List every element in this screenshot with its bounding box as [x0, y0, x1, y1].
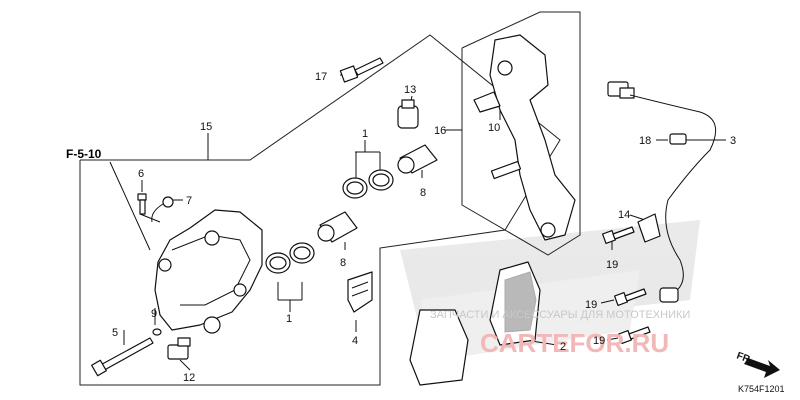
callout-6: 6 — [138, 168, 144, 180]
bleeder-screw — [137, 193, 161, 223]
callout-17: 17 — [315, 71, 327, 83]
pin-boot — [397, 99, 419, 129]
callout-4: 4 — [352, 335, 358, 347]
piston-upper — [397, 144, 438, 174]
callout-8-lower: 8 — [340, 257, 346, 269]
callout-16: 16 — [434, 125, 446, 137]
sensor-clamp-14 — [637, 213, 661, 243]
callout-14: 14 — [618, 209, 630, 221]
watermark-brand: CARTEFOR.RU — [480, 328, 669, 358]
callout-19-b: 19 — [585, 299, 597, 311]
caliper-body — [154, 209, 263, 334]
caliper-bracket — [489, 34, 576, 241]
watermark-caption: ЗАПЧАСТИ И АКСЕССУАРЫ ДЛЯ МОТОТЕХНИКИ — [430, 309, 690, 321]
washer-9 — [152, 328, 162, 336]
direction-label: FR. — [735, 350, 754, 366]
harness-clamp-18 — [669, 133, 687, 145]
brake-pads — [409, 261, 541, 386]
callout-13: 13 — [404, 84, 416, 96]
callout-19-a: 19 — [606, 259, 618, 271]
mounting-bolt-19c — [617, 326, 651, 345]
callout-19-c: 19 — [593, 335, 605, 347]
callout-10: 10 — [488, 122, 500, 134]
reference-label: F-5-10 — [66, 147, 102, 161]
callout-1-lower: 1 — [286, 313, 292, 325]
callout-2: 2 — [560, 341, 566, 353]
callout-15: 15 — [200, 121, 212, 133]
diagram-code: K754F1201 — [738, 384, 785, 394]
callout-7: 7 — [186, 195, 192, 207]
pin-bolt — [91, 337, 154, 377]
callout-3: 3 — [730, 135, 736, 147]
callout-18: 18 — [639, 135, 651, 147]
callout-5: 5 — [112, 327, 118, 339]
callout-1-upper: 1 — [362, 128, 368, 140]
mounting-bolt-19b — [613, 288, 647, 307]
slide-pin-12 — [167, 337, 191, 360]
bleeder-cap — [151, 196, 174, 223]
piston-lower — [317, 211, 358, 243]
piston-seals-upper — [342, 169, 394, 199]
pad-spring — [347, 271, 373, 313]
callout-8-upper: 8 — [420, 187, 426, 199]
callout-12: 12 — [183, 372, 195, 384]
piston-seals-lower — [265, 242, 315, 274]
pad-retainer-10 — [473, 91, 501, 113]
assembly-outline-16 — [461, 11, 581, 256]
front-direction-arrow — [744, 358, 780, 378]
speed-sensor-harness — [607, 81, 717, 303]
callout-9: 9 — [151, 308, 157, 320]
bracket-bolt-17 — [339, 57, 384, 83]
mounting-bolt-19a — [601, 226, 635, 245]
